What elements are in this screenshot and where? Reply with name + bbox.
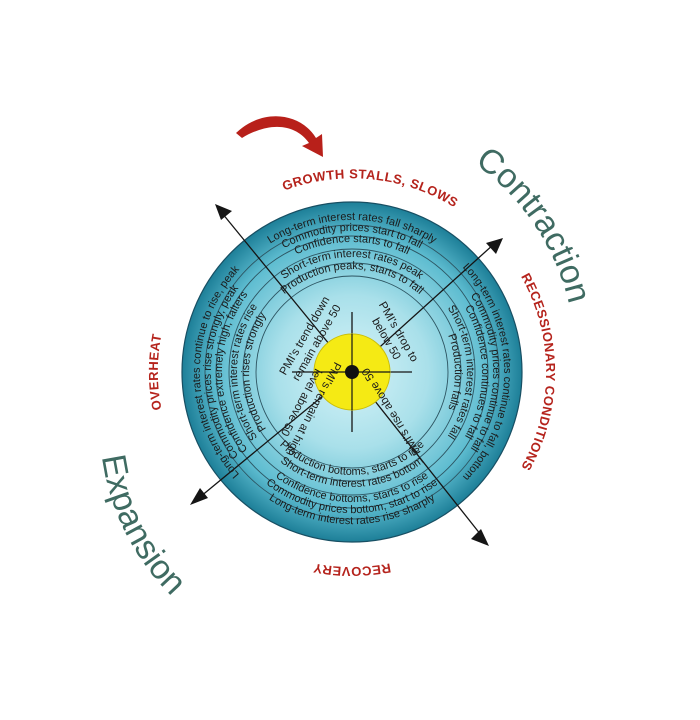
arrowhead-down-left: [190, 488, 208, 505]
arrowhead-up-right: [486, 238, 503, 254]
quadrant-bottom: Long-term interest rates rise sharply Co…: [264, 438, 440, 527]
phase-label-right: RECESSIONARY CONDITIONS: [518, 271, 558, 474]
arrowhead-up-left: [215, 204, 232, 220]
cycle-direction-arrow-icon: [236, 116, 323, 157]
label-expansion: Expansion: [94, 451, 194, 602]
center-dot: [345, 365, 359, 379]
ring-lines: [204, 224, 500, 520]
phase-label-bottom: RECOVERY: [312, 560, 392, 579]
arrowhead-down-right: [471, 529, 489, 546]
phase-label-left: OVERHEAT: [146, 332, 165, 411]
